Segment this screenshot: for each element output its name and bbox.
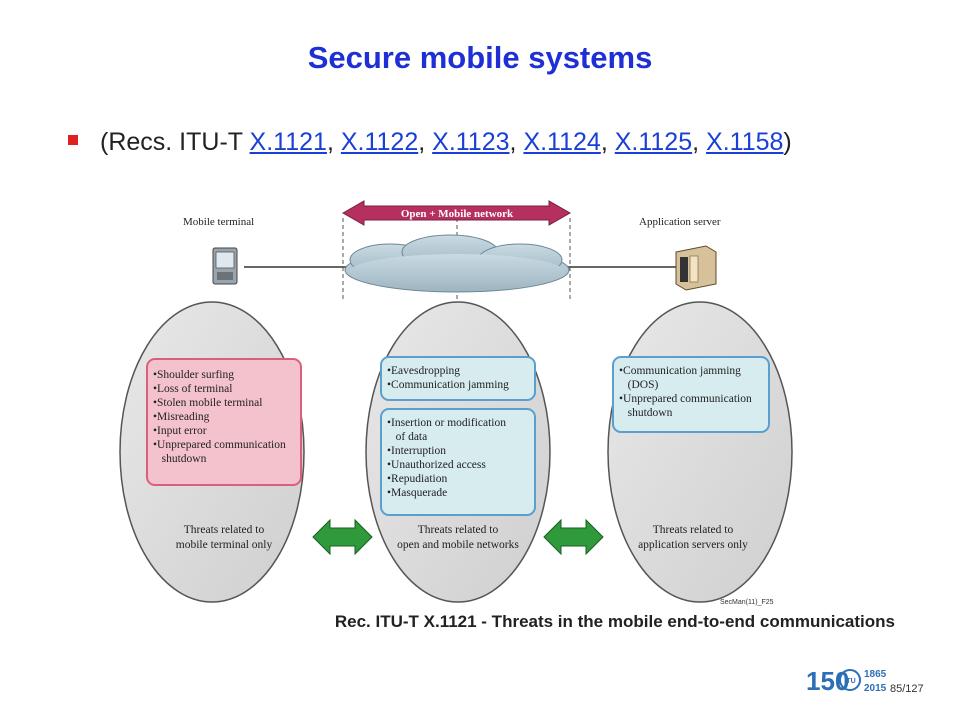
network-threats-box-top xyxy=(380,356,536,401)
references-bullet: (Recs. ITU-T X.1121, X.1122, X.1123, X.1… xyxy=(68,128,928,157)
figure-caption: Rec. ITU-T X.1121 - Threats in the mobil… xyxy=(334,612,895,631)
network-threat-item: of data xyxy=(387,431,427,443)
network-zone-footer: open and mobile networks xyxy=(397,539,519,551)
terminal-threat-item: •Loss of terminal xyxy=(153,383,232,395)
terminal-threat-item: shutdown xyxy=(153,453,207,465)
terminal-zone-footer: mobile terminal only xyxy=(176,539,273,551)
server-threats-box xyxy=(612,356,770,433)
green-double-arrow-left xyxy=(312,518,373,556)
application-server-label: Application server xyxy=(639,216,721,228)
figure-id: SecMan(11)_F25 xyxy=(720,599,774,606)
logo-year-bottom: 2015 xyxy=(864,683,887,694)
mobile-terminal-label: Mobile terminal xyxy=(183,216,254,228)
separator: , xyxy=(692,128,707,156)
separator: , xyxy=(418,128,433,156)
server-zone-footer: application servers only xyxy=(638,539,748,551)
terminal-zone-footer: Threats related to xyxy=(184,524,265,536)
terminal-threat-item: •Input error xyxy=(153,425,207,437)
network-double-arrow: Open + Mobile network xyxy=(341,200,572,226)
network-zone-footer: Threats related to xyxy=(418,524,499,536)
network-threat-item: •Repudiation xyxy=(387,473,447,485)
server-threat-item: shutdown xyxy=(619,407,673,419)
network-threats-box-bottom xyxy=(380,408,536,516)
terminal-threat-item: •Stolen mobile terminal xyxy=(153,397,262,409)
bullet-prefix: (Recs. ITU-T xyxy=(100,128,250,156)
logo-150-text: 150 xyxy=(806,666,849,696)
network-threat-item: •Communication jamming xyxy=(387,379,509,391)
slide-title: Secure mobile systems xyxy=(307,40,653,75)
terminal-threat-item: •Shoulder surfing xyxy=(153,369,234,381)
server-zone-footer: Threats related to xyxy=(653,524,734,536)
bullet-suffix: ) xyxy=(783,128,792,156)
terminal-threat-item: •Unprepared communication xyxy=(153,439,286,451)
application-server-icon xyxy=(675,245,717,291)
separator: , xyxy=(600,128,615,156)
link-x1121[interactable]: X.1121 xyxy=(249,128,327,156)
network-threat-item: •Unauthorized access xyxy=(387,459,486,471)
network-threat-item: •Insertion or modification xyxy=(387,417,506,429)
link-x1122[interactable]: X.1122 xyxy=(340,128,419,156)
network-threat-item: •Masquerade xyxy=(387,487,447,499)
separator: , xyxy=(326,128,341,156)
terminal-threats-box xyxy=(146,358,302,486)
square-bullet-icon xyxy=(68,135,78,146)
itu-150-logo: 150 ITU 1865 2015 xyxy=(806,666,887,696)
terminal-threat-item: •Misreading xyxy=(153,411,210,423)
logo-year-top: 1865 xyxy=(864,669,887,680)
link-x1158[interactable]: X.1158 xyxy=(706,128,784,156)
cloud-icon xyxy=(344,234,570,293)
green-double-arrow-right xyxy=(543,518,604,556)
network-threat-item: •Interruption xyxy=(387,445,446,457)
network-threat-item: •Eavesdropping xyxy=(387,365,460,377)
server-threat-item: •Unprepared communication xyxy=(619,393,752,405)
itu-seal-icon xyxy=(839,669,861,691)
server-threat-item: •Communication jamming xyxy=(619,365,741,377)
separator: , xyxy=(509,128,524,156)
link-x1125[interactable]: X.1125 xyxy=(614,128,693,156)
link-x1123[interactable]: X.1123 xyxy=(432,128,510,156)
link-x1124[interactable]: X.1124 xyxy=(523,128,601,156)
itu-seal-text: ITU xyxy=(844,678,855,685)
mobile-terminal-icon xyxy=(212,247,238,285)
page-number: 85/127 xyxy=(890,683,924,695)
server-threat-item: (DOS) xyxy=(619,379,658,391)
application-server-zone xyxy=(607,301,793,603)
network-arrow-label: Open + Mobile network xyxy=(401,208,514,220)
